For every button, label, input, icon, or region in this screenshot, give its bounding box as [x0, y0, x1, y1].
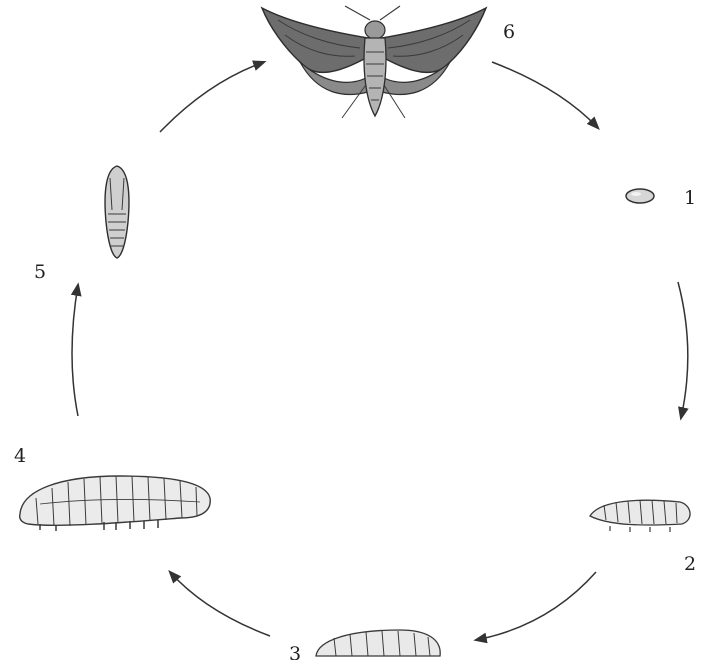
mature-caterpillar-icon [20, 476, 211, 531]
stage-label-1: 1 [684, 187, 696, 209]
arrow-6-to-1 [492, 62, 598, 128]
egg-icon [626, 189, 654, 203]
arrow-1-to-2 [678, 282, 688, 418]
stage-label-3: 3 [289, 643, 301, 660]
arrow-5-to-6 [160, 62, 264, 132]
stage-label-6: 6 [503, 21, 515, 43]
moth-icon [262, 6, 486, 118]
arrow-2-to-3 [476, 572, 596, 640]
arrow-4-to-5 [72, 285, 78, 416]
pupa-icon [105, 166, 129, 258]
growing-caterpillar-icon [316, 630, 440, 656]
arrow-3-to-4 [170, 572, 270, 636]
stage-label-5: 5 [34, 261, 46, 283]
stage-label-2: 2 [684, 553, 696, 575]
stage-label-4: 4 [14, 445, 26, 467]
young-caterpillar-icon [590, 500, 690, 532]
